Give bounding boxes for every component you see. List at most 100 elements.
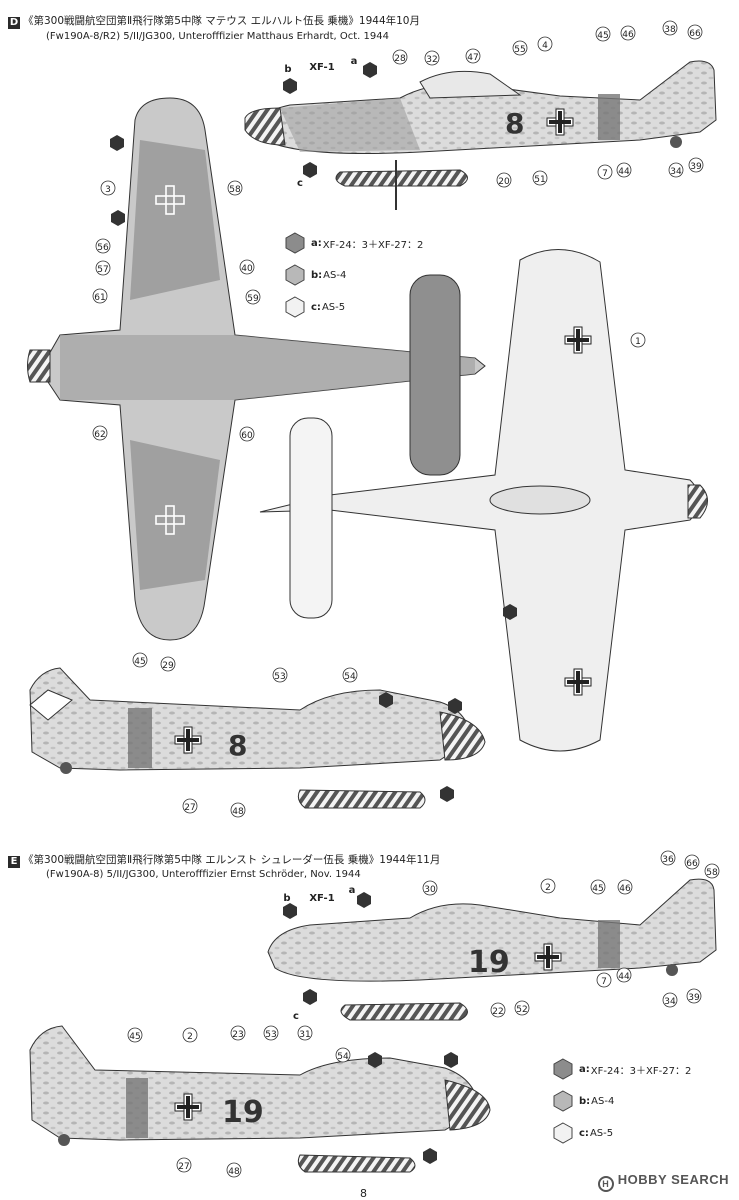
callout-xf-1: XF-1 [309, 893, 334, 904]
callout-58: 58 [229, 185, 241, 195]
callout-circle [95, 260, 111, 276]
callout-c: c [293, 1011, 299, 1022]
callout-circle [620, 25, 636, 41]
d-side-profile-left: 8 [29, 667, 486, 809]
callout-b: b [283, 893, 290, 904]
callout-a: a [351, 56, 358, 67]
callout-circle [95, 238, 111, 254]
callout-7: 7 [601, 977, 607, 987]
callout-23: 23 [232, 1030, 243, 1040]
callout-39: 39 [688, 993, 700, 1003]
callout-45: 45 [134, 657, 145, 667]
callout-28: 28 [394, 54, 406, 64]
watermark-logo-icon: H [597, 1176, 614, 1192]
callout-circle [597, 164, 613, 180]
callout-circle [272, 667, 288, 683]
callout-circle [226, 1162, 242, 1178]
callout-66: 66 [689, 29, 701, 39]
callout-60: 60 [241, 431, 253, 441]
callout-circle [92, 425, 108, 441]
swatch-a-hex-icon [553, 1058, 573, 1080]
callout-circle [537, 36, 553, 52]
callout-53: 53 [265, 1030, 276, 1040]
callout-circle [686, 988, 702, 1004]
callout-circle [668, 162, 684, 178]
section-e-letter: E [8, 856, 20, 868]
callout-circle [239, 426, 255, 442]
callout-a: a [349, 885, 356, 896]
callout-circle [596, 972, 612, 988]
swatch-b-hex-icon [285, 264, 305, 286]
legend-e-row-b: b:AS-4 [552, 1090, 614, 1112]
callout-47: 47 [467, 53, 478, 63]
callout-7: 7 [602, 169, 608, 179]
callout-56: 56 [97, 243, 109, 253]
callout-2: 2 [545, 883, 551, 893]
section-d-subtitle: (Fw190A-8/R2) 5/II/JG300, Unterofffizier… [46, 31, 389, 42]
callout-53: 53 [274, 672, 285, 682]
callout-circle [182, 798, 198, 814]
page-number: 8 [360, 1187, 367, 1200]
callout-circle [630, 332, 646, 348]
callout-circle [616, 162, 632, 178]
callout-circle [92, 288, 108, 304]
callout-61: 61 [94, 293, 105, 303]
section-d-title: D《第300戦闘航空団第Ⅱ飛行隊第5中隊 マテウス エルハルト伍長 乗機》194… [8, 14, 420, 29]
section-d-title-text: 《第300戦闘航空団第Ⅱ飛行隊第5中隊 マテウス エルハルト伍長 乗機》1944… [23, 15, 420, 27]
section-e-title: E《第300戦闘航空団第Ⅱ飛行隊第5中隊 エルンスト シュレーダー伍長 乗機》1… [8, 853, 440, 868]
callout-32: 32 [426, 55, 437, 65]
swatch-c-hex-icon [553, 1122, 573, 1144]
callout-45: 45 [592, 884, 603, 894]
callout-circle [127, 1027, 143, 1043]
e-side-number-19: 19 [468, 945, 510, 980]
callout-circle [662, 992, 678, 1008]
callout-circle [297, 1025, 313, 1041]
callout-circle [688, 157, 704, 173]
callout-51: 51 [534, 175, 545, 185]
callout-52: 52 [516, 1005, 527, 1015]
callout-29: 29 [162, 661, 174, 671]
callout-circle [540, 878, 556, 894]
callout-3: 3 [105, 185, 111, 195]
legend-section-d: a:XF-24：3＋XF-27：2 b:AS-4 c:AS-5 [284, 232, 444, 322]
callout-circle [230, 802, 246, 818]
legend-section-e: a:XF-24：3＋XF-27：2 b:AS-4 c:AS-5 [552, 1058, 722, 1148]
swatch-c-hex-icon [285, 296, 305, 318]
callout-27: 27 [178, 1162, 189, 1172]
callout-36: 36 [662, 855, 674, 865]
section-d-letter: D [8, 17, 20, 29]
callout-45: 45 [129, 1032, 140, 1042]
callout-27: 27 [184, 803, 195, 813]
callout-circle [590, 879, 606, 895]
callout-57: 57 [97, 265, 108, 275]
callout-46: 46 [622, 30, 634, 40]
callout-circle [100, 180, 116, 196]
section-e-subtitle: (Fw190A-8) 5/II/JG300, Unterofffizier Er… [46, 869, 361, 880]
callout-circle [176, 1157, 192, 1173]
callout-39: 39 [690, 162, 702, 172]
d-lower-surface-view [259, 249, 708, 752]
callout-circle [684, 854, 700, 870]
callout-48: 48 [232, 807, 244, 817]
callout-31: 31 [299, 1030, 310, 1040]
e-side-profile-right: 19 [267, 878, 717, 1021]
callout-circle [532, 170, 548, 186]
callout-b: b [284, 64, 291, 75]
section-e-title-text: 《第300戦闘航空団第Ⅱ飛行隊第5中隊 エルンスト シュレーダー伍長 乗機》19… [23, 854, 441, 866]
legend-d-row-c: c:AS-5 [284, 296, 345, 318]
callout-circle [132, 652, 148, 668]
d-side-profile-right: 8 [244, 60, 717, 210]
swatch-b-hex-icon [553, 1090, 573, 1112]
callout-xf-1: XF-1 [309, 62, 334, 73]
e-side-profile-left: 19 [29, 1025, 491, 1173]
callout-circle [490, 1002, 506, 1018]
callout-40: 40 [241, 264, 253, 274]
callout-59: 59 [247, 294, 259, 304]
callout-circle [660, 850, 676, 866]
callout-circle [245, 289, 261, 305]
callout-45: 45 [597, 31, 608, 41]
callout-circle [465, 48, 481, 64]
callout-22: 22 [492, 1007, 503, 1017]
